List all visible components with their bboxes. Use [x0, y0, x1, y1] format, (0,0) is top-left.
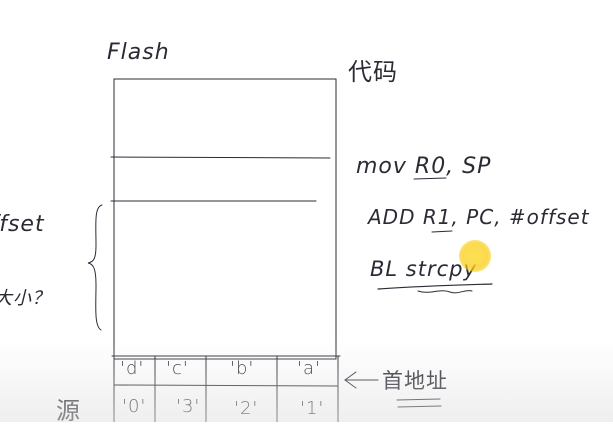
instruction-add: ADD R1, PC, #offset — [368, 205, 590, 229]
offset-note: 大小？ — [0, 288, 51, 309]
underline-strcpy — [377, 283, 493, 290]
grid-middle-line — [113, 384, 339, 387]
cell-r1-c2: 'c' — [166, 358, 189, 379]
underline-r0 — [413, 177, 447, 180]
instruction-bl: BL strcpy — [370, 257, 477, 281]
offset-label-wrap: offset — [0, 212, 66, 237]
flash-label: Flash — [107, 40, 170, 65]
source-label: 源 — [56, 397, 81, 425]
cell-r1-c4: 'a' — [297, 358, 321, 379]
cell-r2-c3: '2' — [234, 398, 259, 419]
code-label: 代码 — [348, 58, 398, 86]
divider-line-upper — [110, 156, 331, 159]
cell-r2-c4: '1' — [300, 398, 325, 419]
underline-dest-1 — [396, 398, 441, 401]
underline-dest-2 — [397, 405, 442, 408]
curly-brace — [87, 204, 103, 331]
cell-r1-c3: 'b' — [230, 358, 255, 379]
cell-r1-c1: 'd' — [120, 358, 145, 379]
flash-box — [113, 78, 337, 360]
pointer-highlight-icon — [459, 240, 491, 272]
dest-address-label: 首地址 — [382, 369, 448, 393]
cell-r2-c1: '0' — [122, 396, 147, 417]
cell-r2-c2: '3' — [176, 396, 201, 417]
underline-r1 — [431, 230, 453, 233]
instruction-mov: mov R0, SP — [356, 154, 492, 179]
scribble-strcpy — [417, 290, 473, 294]
offset-label: offset — [0, 212, 45, 237]
